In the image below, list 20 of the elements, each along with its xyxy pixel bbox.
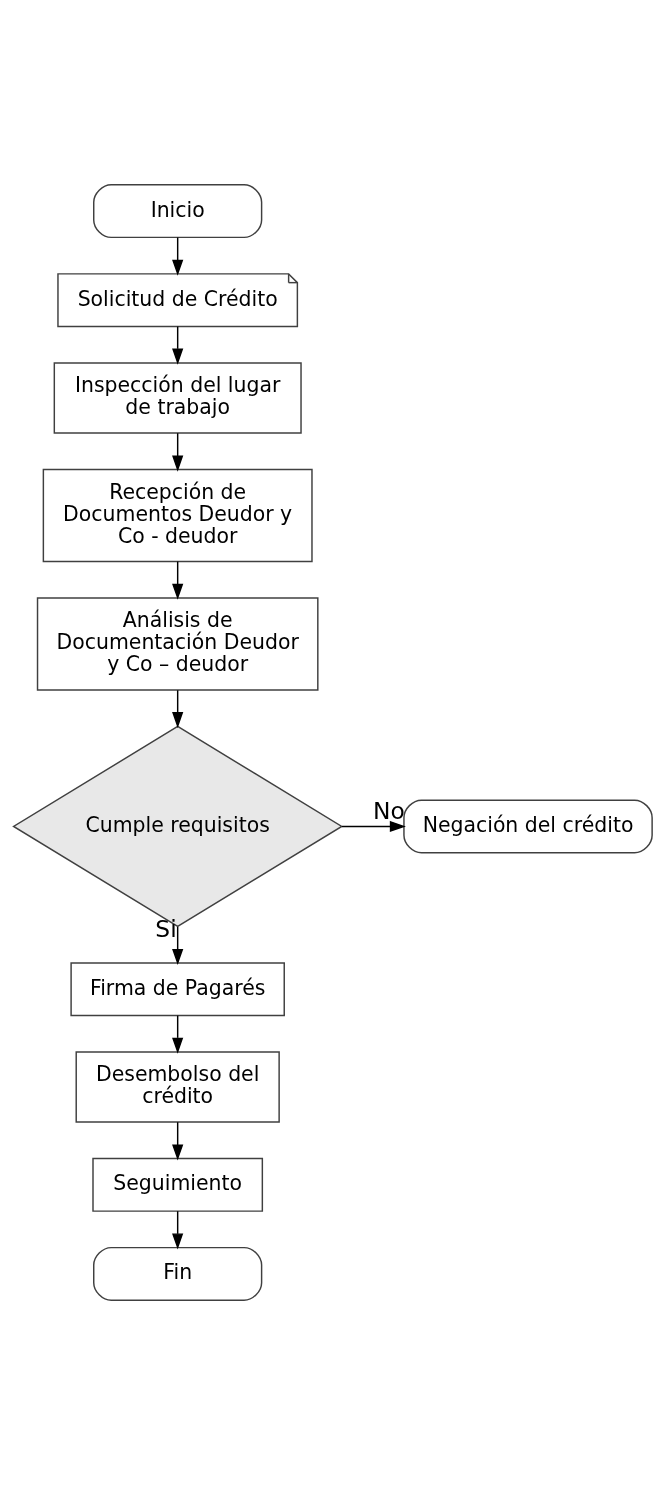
node-box: Análisis de Documentación Deudor y Co – deudor	[36, 597, 319, 691]
arrow	[172, 432, 184, 472]
arrow	[172, 236, 184, 276]
arrow	[172, 926, 184, 966]
node-box: Negación del crédito	[403, 799, 653, 854]
arrow	[172, 1121, 184, 1161]
node-box: Fin	[93, 1246, 263, 1301]
arrow	[172, 560, 184, 600]
node-box: Firma de Pagarés	[70, 962, 285, 1017]
arrow	[172, 1014, 184, 1054]
arrow	[172, 689, 184, 729]
node-box: Desembolso del crédito	[75, 1051, 280, 1123]
node-box: Recepción de Documentos Deudor y Co - deudor	[42, 468, 313, 563]
node-box: Inicio	[93, 184, 263, 239]
arrow	[172, 325, 184, 365]
arrow	[172, 1210, 184, 1250]
node-box: Inspección del lugar de trabajo	[53, 362, 302, 434]
node-box: Seguimiento	[92, 1157, 264, 1212]
arrow	[341, 820, 406, 833]
edge-label: No	[373, 796, 405, 825]
